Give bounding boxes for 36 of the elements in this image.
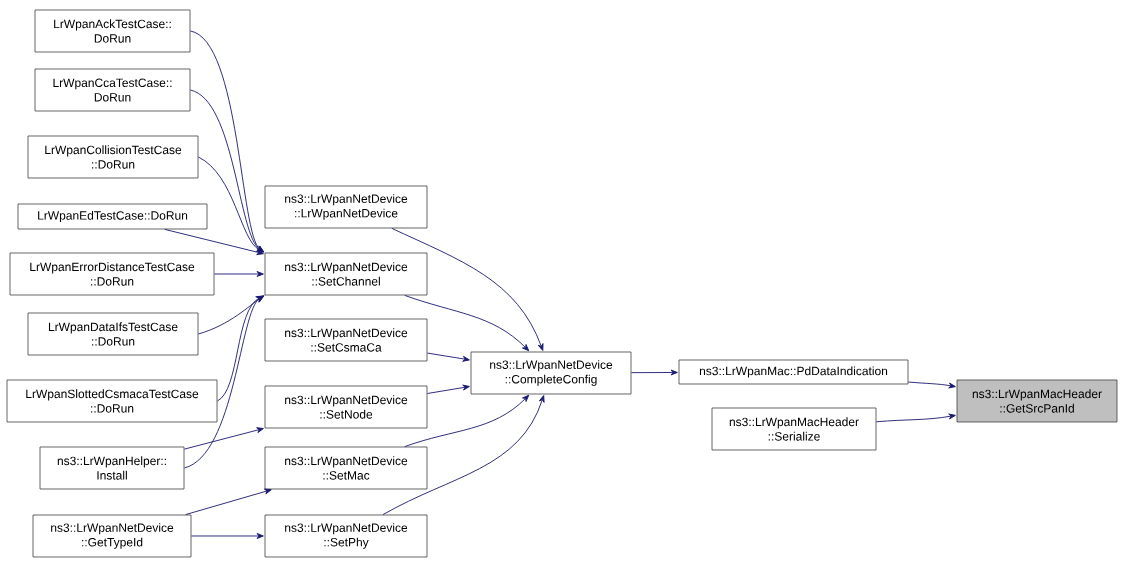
arrow [391, 227, 544, 351]
arrow [190, 533, 264, 539]
function-box: ns3::LrWpanNetDevice ::GetTypeId [32, 514, 192, 558]
function-box: LrWpanCcaTestCase:: DoRun [34, 68, 191, 112]
function-box: LrWpanAckTestCase:: DoRun [34, 9, 191, 53]
arrow [189, 89, 264, 253]
function-box: LrWpanEdTestCase::DoRun [17, 203, 208, 230]
function-box: ns3::LrWpanNetDevice ::SetNode [264, 385, 428, 429]
arrow [630, 369, 678, 376]
function-box: LrWpanSlottedCsmacaTestCase ::DoRun [6, 379, 218, 423]
function-box: LrWpanErrorDistanceTestCase ::DoRun [9, 252, 215, 296]
function-box: ns3::LrWpanNetDevice ::SetMac [264, 446, 428, 490]
function-box: ns3::LrWpanNetDevice ::CompleteConfig [470, 351, 632, 395]
function-box: ns3::LrWpanNetDevice ::SetCsmaCa [264, 318, 428, 362]
function-box: ns3::LrWpanNetDevice ::SetChannel [264, 252, 428, 296]
arrow [213, 271, 264, 277]
arrow [382, 395, 545, 516]
arrow [183, 427, 264, 450]
arrow [183, 295, 264, 469]
function-box: ns3::LrWpanNetDevice ::LrWpanNetDevice [264, 185, 428, 229]
arrow [197, 156, 264, 253]
function-box: ns3::LrWpanNetDevice ::SetPhy [264, 514, 428, 558]
arrow [404, 294, 530, 352]
function-box: LrWpanCollisionTestCase ::DoRun [27, 135, 199, 179]
function-box: ns3::LrWpanMacHeader ::Serialize [711, 407, 877, 451]
arrow [907, 381, 956, 389]
arrow [426, 352, 470, 362]
function-box: ns3::LrWpanMac::PdDataIndication [678, 359, 909, 385]
arrow [426, 384, 470, 394]
arrow [875, 413, 956, 423]
function-box: LrWpanDataIfsTestCase ::DoRun [27, 312, 199, 356]
arrow [216, 295, 264, 402]
arrow [185, 488, 272, 516]
arrow [164, 228, 264, 256]
function-box: ns3::LrWpanHelper:: Install [39, 446, 185, 490]
function-box: ns3::LrWpanMacHeader ::GetSrcPanId [956, 379, 1118, 423]
